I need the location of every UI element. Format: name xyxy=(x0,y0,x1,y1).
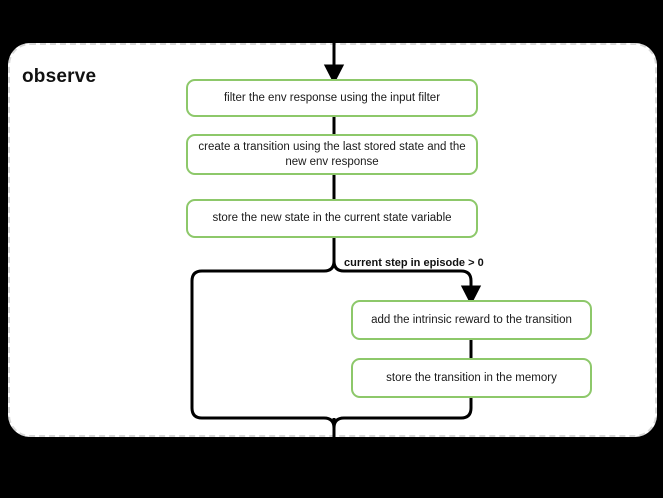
node-add-intrinsic-reward[interactable]: add the intrinsic reward to the transiti… xyxy=(351,300,592,340)
node-create-transition[interactable]: create a transition using the last store… xyxy=(186,134,478,175)
node-store-transition-memory[interactable]: store the transition in the memory xyxy=(351,358,592,398)
page-title: observe xyxy=(22,66,97,87)
node-filter-env-response[interactable]: filter the env response using the input … xyxy=(186,79,478,117)
node-store-new-state[interactable]: store the new state in the current state… xyxy=(186,199,478,238)
edge-label-condition: current step in episode > 0 xyxy=(344,257,484,269)
